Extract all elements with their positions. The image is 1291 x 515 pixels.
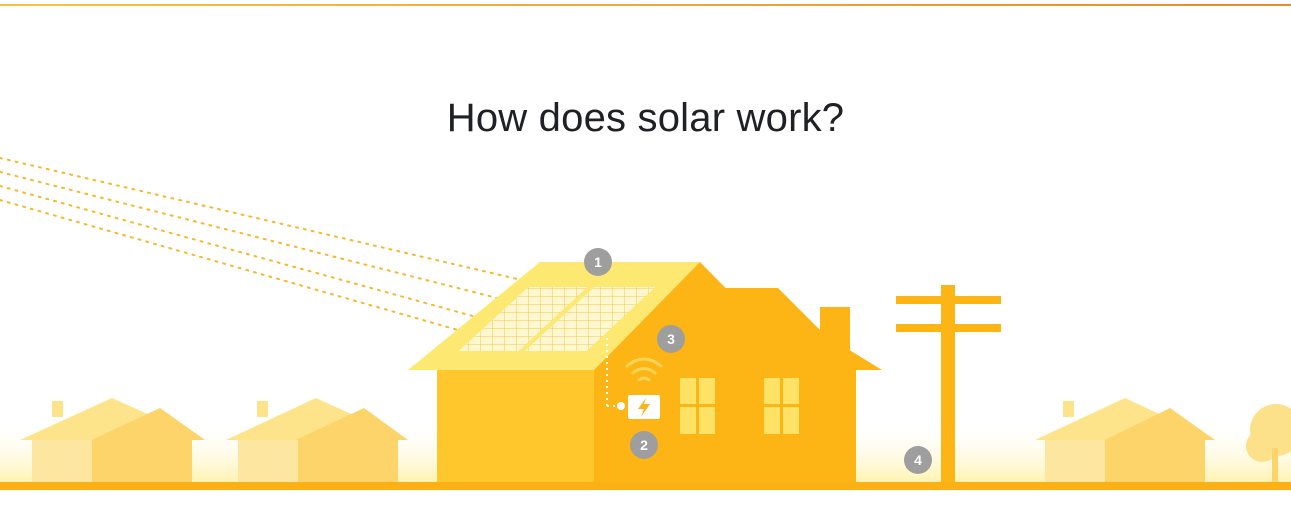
lightning-bolt-icon [638,398,650,417]
svg-text:1: 1 [594,254,602,270]
house-icon [226,398,408,482]
svg-text:2: 2 [640,437,648,453]
svg-text:3: 3 [667,331,675,347]
wire-node [617,402,625,410]
wiring [606,338,620,407]
house-icon [1035,398,1215,482]
page-title: How does solar work? [446,96,845,140]
tree-icon [1246,404,1291,482]
solar-panel-icon [453,285,661,353]
window [764,378,799,434]
sun-rays-icon [0,157,531,331]
window [680,378,715,434]
step-badge-4[interactable]: 4 [904,446,932,474]
ground-strip [0,482,1291,490]
top-divider [0,4,1291,6]
house-icon [20,398,205,482]
step-badge-3[interactable]: 3 [657,325,685,353]
inverter [628,395,660,419]
svg-text:4: 4 [914,452,922,468]
utility-pole-icon [896,285,1001,482]
step-badge-2[interactable]: 2 [630,431,658,459]
step-badge-1[interactable]: 1 [584,248,612,276]
wifi-icon [625,357,663,382]
